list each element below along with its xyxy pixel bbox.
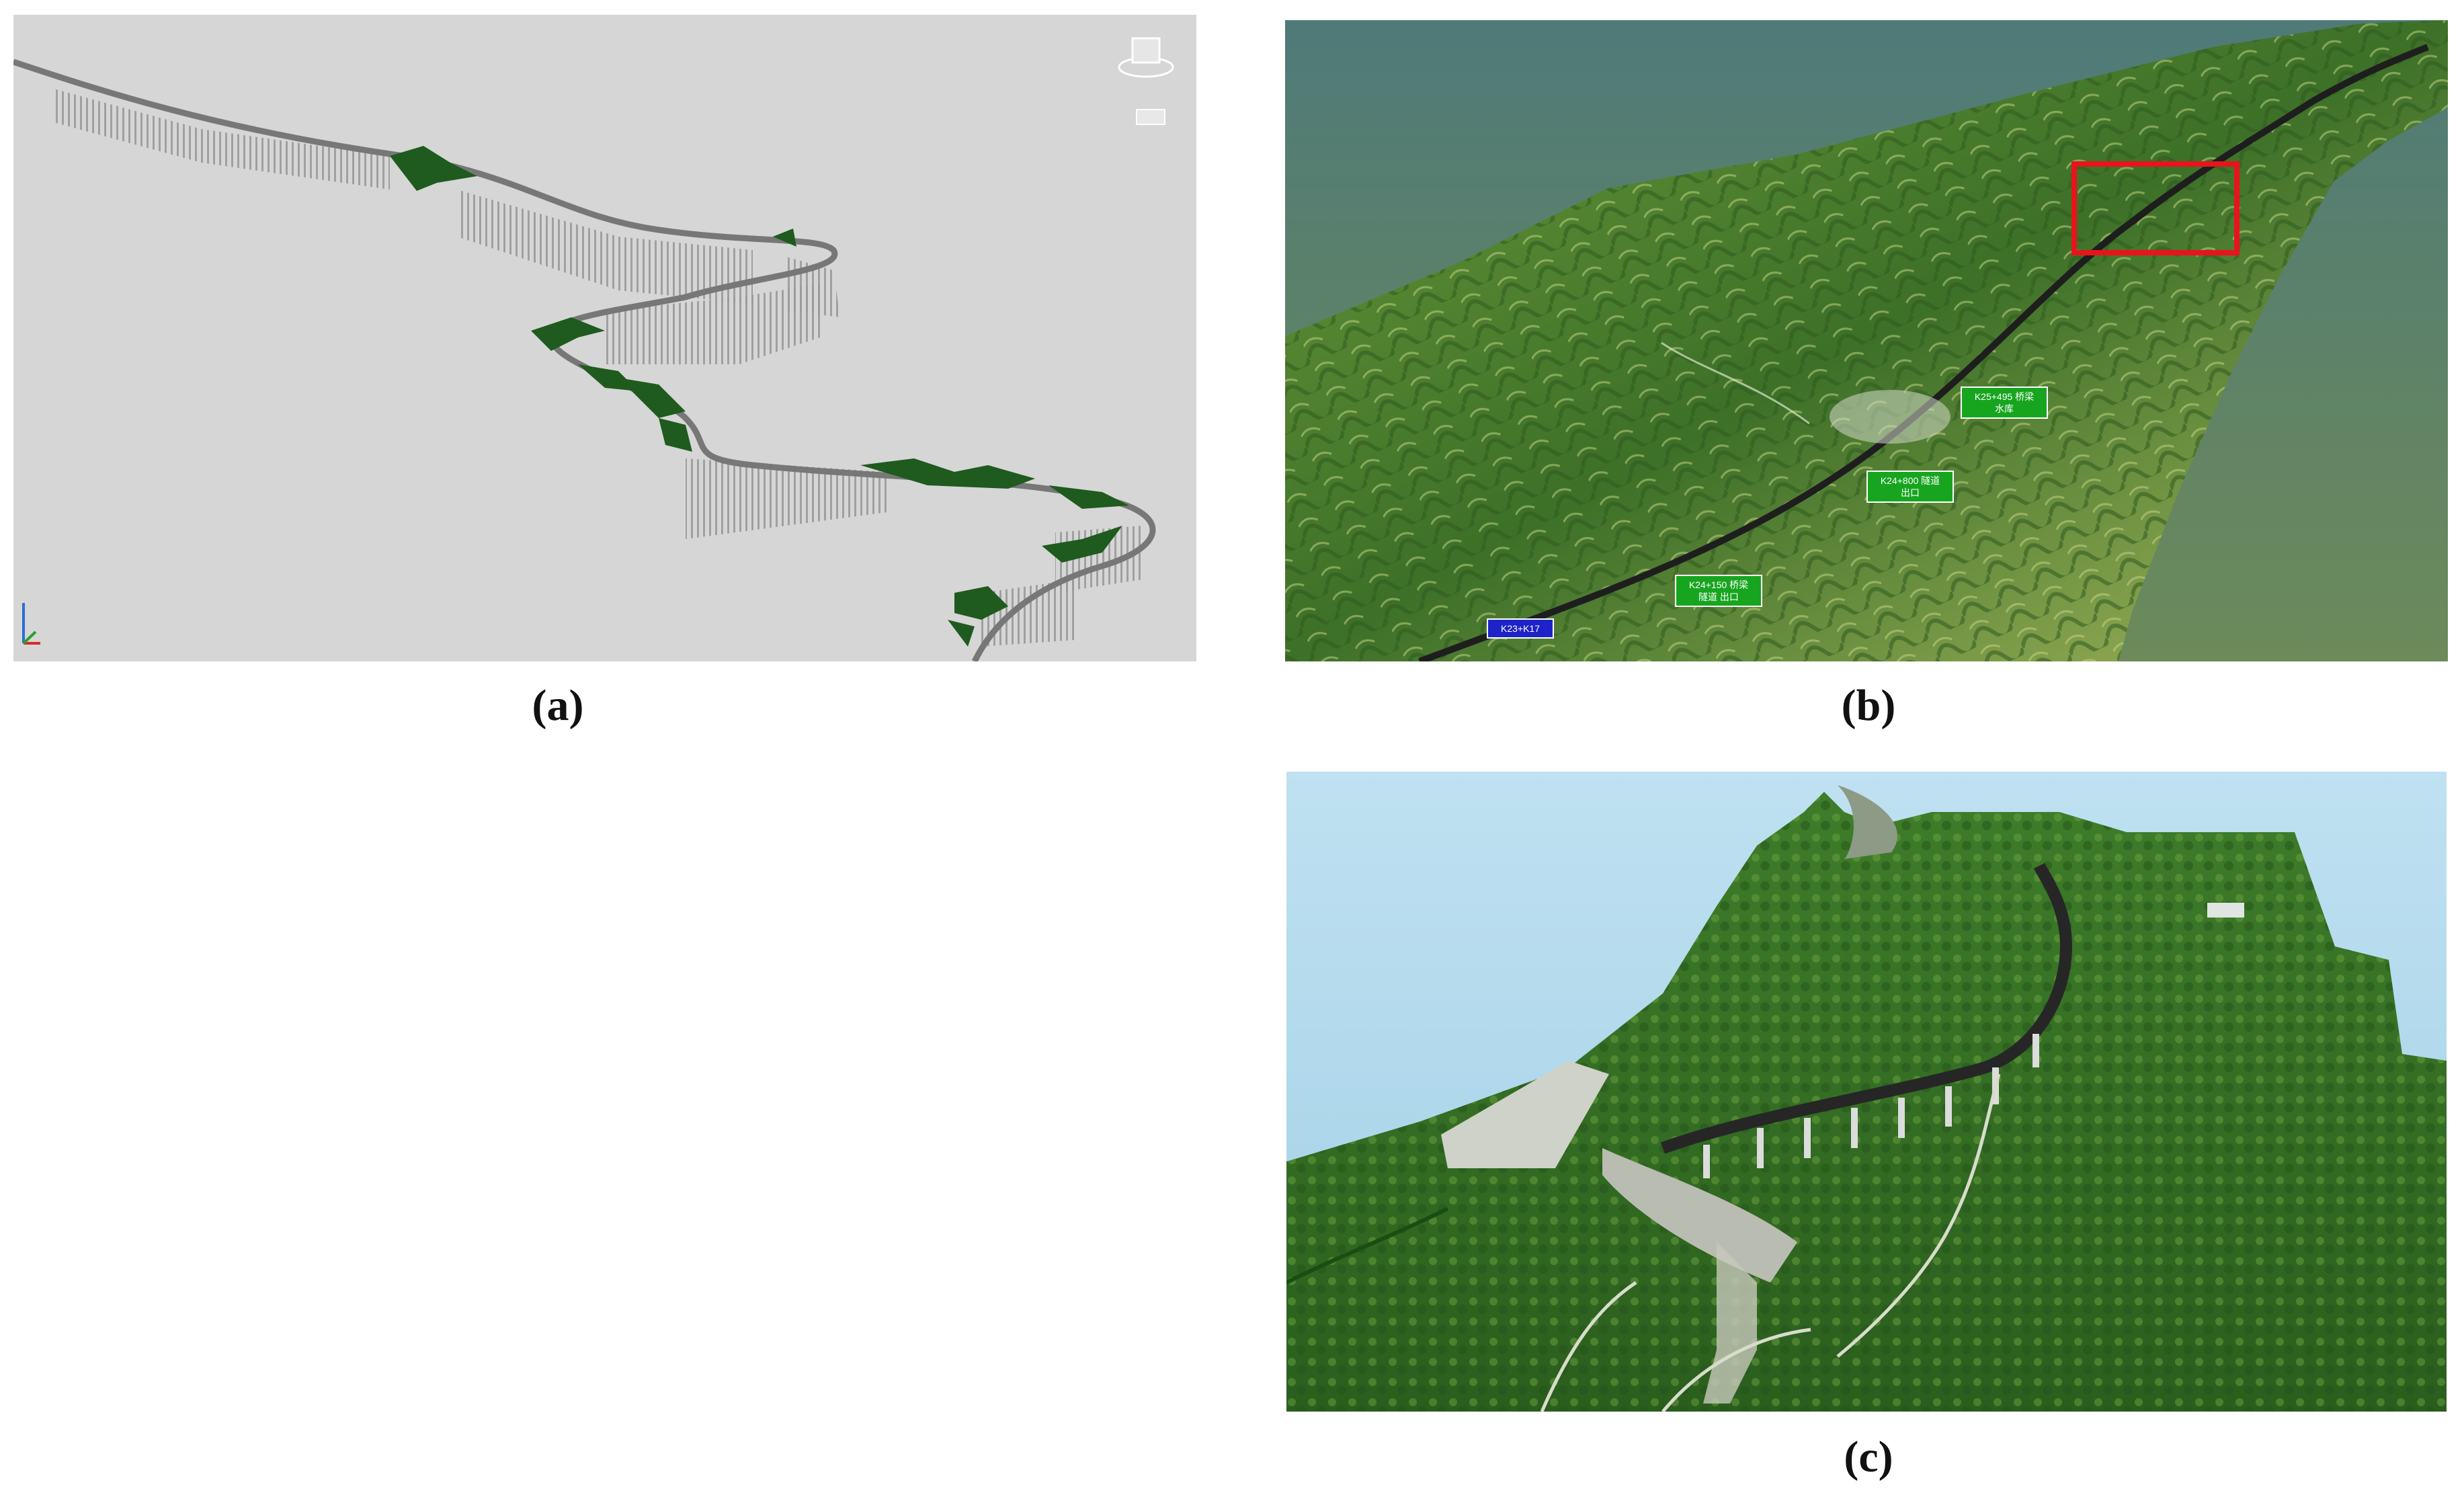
caption-c: (c) <box>1844 1432 1893 1481</box>
route-label-2[interactable]: K24+800 隧道 出口 <box>1866 471 1954 503</box>
panel-b-terrain-overview: K25+495 桥梁 水库 K24+800 隧道 出口 K24+150 桥梁 隧… <box>1285 20 2448 661</box>
route-label-4[interactable]: K23+K17 <box>1487 618 1554 639</box>
highlight-frame <box>2071 161 2240 255</box>
terrain-overview-graphic <box>1285 20 2448 661</box>
panel-c-viaduct-closeup <box>1286 772 2447 1412</box>
viaduct-model-graphic <box>13 58 1156 661</box>
view-options-icon[interactable] <box>1136 109 1165 125</box>
panel-a-viaduct-model <box>13 15 1196 661</box>
caption-b: (b) <box>1841 681 1896 730</box>
axis-gizmo-icon <box>17 600 44 647</box>
route-label-1[interactable]: K25+495 桥梁 水库 <box>1961 387 2048 419</box>
view-cube-icon[interactable] <box>1116 28 1176 82</box>
viaduct-closeup-graphic <box>1286 772 2447 1412</box>
route-label-3[interactable]: K24+150 桥梁 隧道 出口 <box>1675 575 1762 607</box>
caption-a: (a) <box>532 681 584 730</box>
